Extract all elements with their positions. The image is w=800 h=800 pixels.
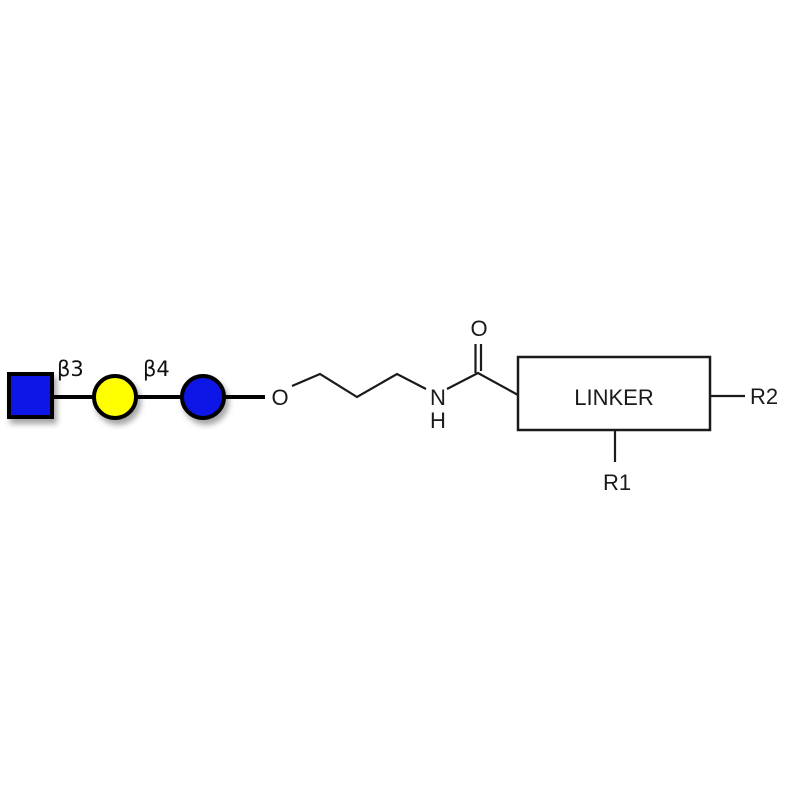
galactose-circle-icon <box>92 374 138 420</box>
linkage-label-beta3: β3 <box>57 357 84 381</box>
hydrogen-atom: H <box>430 408 446 433</box>
amide-bond <box>446 371 519 396</box>
carbonyl-oxygen-atom: O <box>470 316 487 341</box>
linkage-label-beta4: β4 <box>143 357 170 381</box>
glcnac-square-icon <box>7 372 54 419</box>
oxygen-atom: O <box>271 385 288 410</box>
r1-label: R1 <box>603 470 631 495</box>
nitrogen-atom: N <box>430 385 446 410</box>
linker-box <box>516 355 712 432</box>
r2-label: R2 <box>750 384 778 409</box>
propyl-chain <box>291 372 427 399</box>
glucose-circle-icon <box>180 374 226 420</box>
linker-label: LINKER <box>574 385 653 410</box>
